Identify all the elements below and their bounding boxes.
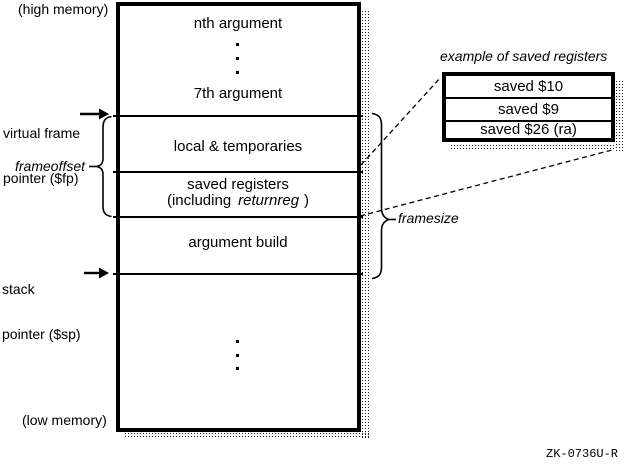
ellipsis-dot <box>236 71 239 74</box>
ellipsis-dot <box>236 354 239 357</box>
dashed-connector-bottom <box>359 149 613 217</box>
stack-box-shadow-right <box>361 10 369 438</box>
saved-registers-line2: (including returnreg) <box>118 193 358 209</box>
sp-line1: stack <box>2 281 35 297</box>
example-row-divider <box>446 97 611 99</box>
returnreg-italic: returnreg <box>238 192 300 209</box>
ellipsis-dot <box>236 367 239 370</box>
saved-argbuild-divider-line <box>113 216 363 218</box>
vfp-line2: pointer ($fp) <box>3 170 79 186</box>
section-saved-registers: saved registers (including returnreg) <box>118 177 358 209</box>
example-box-shadow-right <box>615 80 623 151</box>
example-row-divider <box>446 120 611 122</box>
ellipsis-dot <box>236 57 239 60</box>
ellipsis-dot <box>236 43 239 46</box>
label-high-memory: (high memory) <box>18 1 109 17</box>
section-nth-argument: nth argument <box>193 15 283 32</box>
example-title: example of saved registers <box>440 48 608 64</box>
stack-box-shadow-bottom <box>124 432 369 438</box>
section-argument-build: argument build <box>188 234 288 251</box>
label-low-memory: (low memory) <box>22 412 107 428</box>
doc-code: ZK-0736U-R <box>546 447 619 461</box>
fp-divider-line <box>113 115 363 117</box>
label-stack-pointer: stack pointer ($sp) <box>2 252 81 372</box>
section-7th-argument: 7th argument <box>193 85 283 102</box>
sp-arrow-icon <box>84 267 109 279</box>
dashed-connector-top <box>360 76 442 166</box>
label-frameoffset: frameoffset <box>15 158 86 174</box>
label-virtual-frame-pointer: virtual frame pointer ($fp) <box>3 96 80 216</box>
saved-registers-line1: saved registers <box>187 176 289 193</box>
example-box-shadow-bottom <box>450 144 615 151</box>
example-row-saved-10: saved $10 <box>493 78 564 95</box>
vfp-line1: virtual frame <box>3 125 81 141</box>
section-local-temporaries: local & temporaries <box>173 138 303 155</box>
frameoffset-brace <box>89 115 112 218</box>
sp-line2: pointer ($sp) <box>2 326 81 342</box>
label-framesize: framesize <box>398 210 459 226</box>
example-row-saved-9: saved $9 <box>498 101 559 118</box>
including-open: (including <box>166 192 232 209</box>
ellipsis-dot <box>236 340 239 343</box>
including-close: ) <box>304 192 310 209</box>
sp-divider-line <box>113 273 363 275</box>
example-row-saved-26: saved $26 (ra) <box>480 122 577 138</box>
locals-saved-divider-line <box>113 171 363 173</box>
saved-registers-example-box: saved $10 saved $9 saved $26 (ra) <box>442 72 615 142</box>
fp-arrow-icon <box>80 108 109 120</box>
framesize-brace <box>371 112 396 280</box>
